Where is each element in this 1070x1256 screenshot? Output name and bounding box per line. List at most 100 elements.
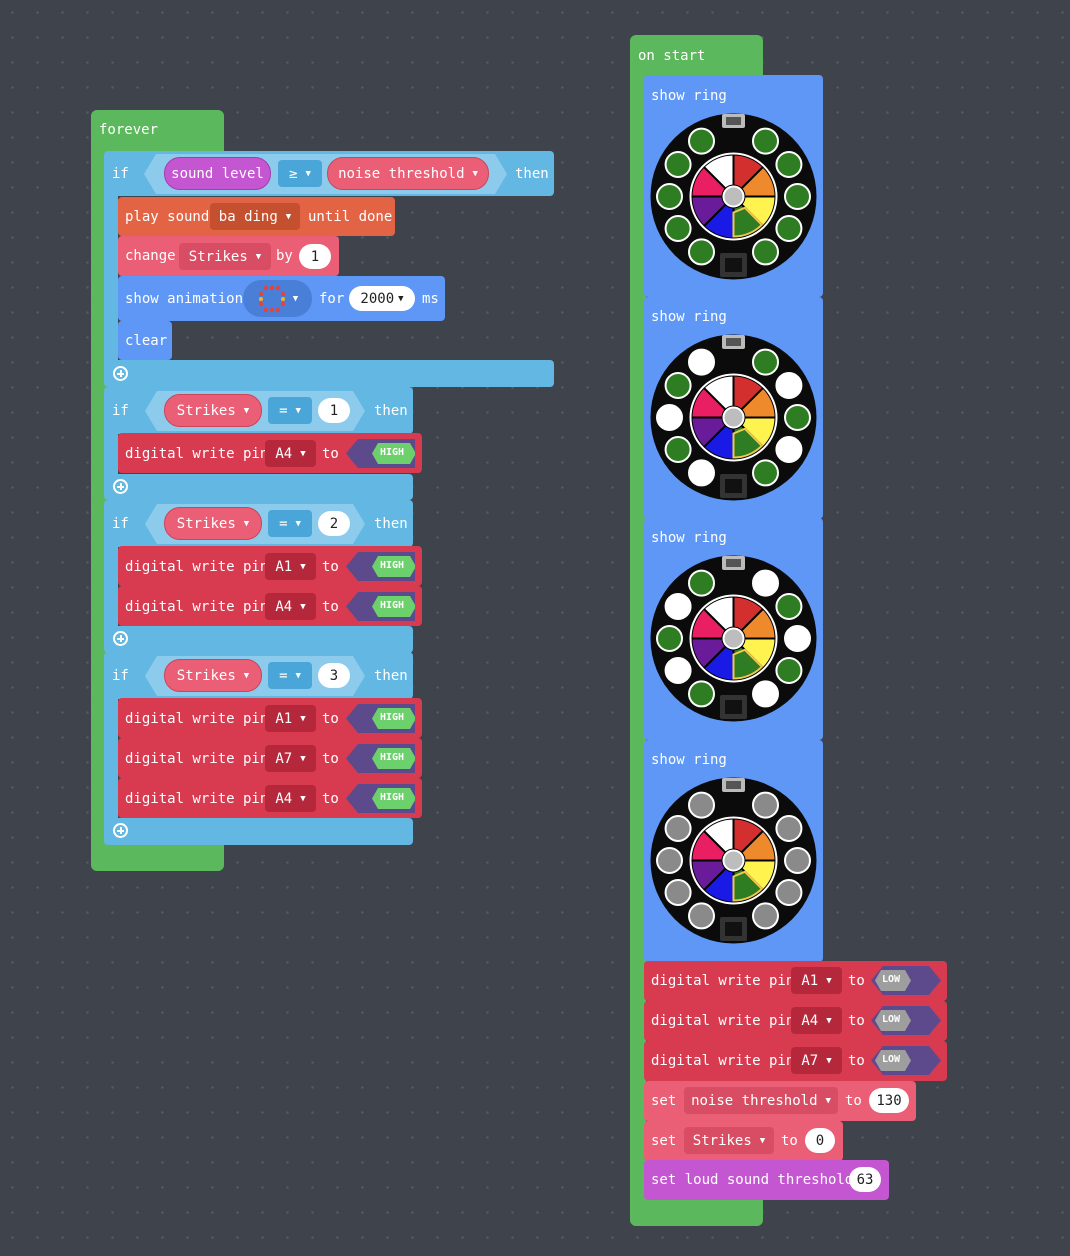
sound-dropdown[interactable]: ba ding▼ xyxy=(210,203,300,230)
pin-dropdown[interactable]: A4▼ xyxy=(265,593,316,620)
set-loud-threshold-label: set loud sound threshold xyxy=(651,1172,854,1188)
compare-value-input[interactable]: 1 xyxy=(318,398,350,423)
until-done-label: until done xyxy=(308,209,393,225)
pin-dropdown[interactable]: A7▼ xyxy=(791,1047,842,1074)
digital-write-label: digital write pin xyxy=(125,791,269,807)
sound-level-label: sound level xyxy=(171,165,264,182)
pin-dropdown[interactable]: A4▼ xyxy=(791,1007,842,1034)
pin-dropdown[interactable]: A7▼ xyxy=(265,745,316,772)
neopixel-led xyxy=(688,127,715,155)
chevron-down-icon: ▼ xyxy=(243,405,250,416)
forever-hat[interactable] xyxy=(91,110,224,152)
animation-picker[interactable]: ▼ xyxy=(243,280,312,317)
add-plus-icon[interactable] xyxy=(113,479,128,494)
low-label: LOW xyxy=(882,974,901,985)
operator-dropdown[interactable]: =▼ xyxy=(268,397,312,424)
compare-value-input[interactable]: 2 xyxy=(318,511,350,536)
strikes-var[interactable]: Strikes▼ xyxy=(164,507,262,540)
add-plus-icon[interactable] xyxy=(113,366,128,381)
pin-dropdown[interactable]: A4▼ xyxy=(265,440,316,467)
digital-write-label: digital write pin xyxy=(125,751,269,767)
ring-preview[interactable] xyxy=(650,555,817,722)
high-level-reporter[interactable]: HIGH xyxy=(346,784,415,813)
chevron-down-icon: ▼ xyxy=(472,168,478,179)
change-amount-input[interactable]: 1 xyxy=(299,244,331,269)
pin-value: A7 xyxy=(275,750,293,767)
high-level-reporter[interactable]: HIGH xyxy=(346,439,415,468)
selected-wedge-highlight xyxy=(732,206,764,238)
selected-wedge-highlight xyxy=(732,427,764,459)
operator-value: ≥ xyxy=(289,165,298,182)
pin-value: A1 xyxy=(275,558,293,575)
high-label: HIGH xyxy=(380,752,405,763)
selected-wedge-highlight xyxy=(732,870,764,902)
strikes-var[interactable]: Strikes▼ xyxy=(164,394,262,427)
neopixel-led xyxy=(784,625,811,652)
forever-label: forever xyxy=(99,122,159,138)
pin-dropdown[interactable]: A4▼ xyxy=(265,785,316,812)
ring-preview[interactable] xyxy=(650,113,817,280)
low-level-reporter[interactable]: LOW xyxy=(871,1046,941,1075)
neopixel-led xyxy=(784,847,811,874)
wheel-outline xyxy=(689,373,778,462)
if-strikes-3-foot xyxy=(104,818,413,845)
to-label: to xyxy=(845,1093,862,1109)
compare-value-input[interactable]: 3 xyxy=(318,663,350,688)
strikes-var-dropdown[interactable]: Strikes▼ xyxy=(684,1127,774,1154)
neopixel-led xyxy=(688,791,715,819)
operator-dropdown[interactable]: ≥▼ xyxy=(278,160,322,187)
noise-threshold-var[interactable]: noise threshold▼ xyxy=(327,157,489,190)
to-label: to xyxy=(322,791,339,807)
pin-dropdown[interactable]: A1▼ xyxy=(265,553,316,580)
neopixel-led xyxy=(664,436,692,463)
loud-threshold-input[interactable]: 63 xyxy=(849,1167,881,1192)
on-start-hat[interactable] xyxy=(630,35,763,77)
neopixel-led xyxy=(775,215,803,242)
neopixel-led xyxy=(775,657,803,684)
strikes-var-dropdown[interactable]: Strikes▼ xyxy=(179,243,271,270)
high-level-reporter[interactable]: HIGH xyxy=(346,704,415,733)
operator-dropdown[interactable]: =▼ xyxy=(268,662,312,689)
high-level-reporter[interactable]: HIGH xyxy=(346,552,415,581)
neopixel-led xyxy=(775,815,803,842)
ring-preview[interactable] xyxy=(650,777,817,944)
operator-value: = xyxy=(279,667,288,684)
neopixel-led xyxy=(664,372,692,399)
high-level-reporter[interactable]: HIGH xyxy=(346,592,415,621)
low-level-reporter[interactable]: LOW xyxy=(871,966,941,995)
neopixel-led xyxy=(664,657,692,684)
chevron-down-icon: ▼ xyxy=(300,448,306,459)
to-label: to xyxy=(322,446,339,462)
digital-write-label: digital write pin xyxy=(125,559,269,575)
ms-label: ms xyxy=(422,291,439,307)
neopixel-led xyxy=(688,680,715,708)
noise-threshold-var-dropdown[interactable]: noise threshold ▼ xyxy=(684,1087,838,1114)
operator-dropdown[interactable]: =▼ xyxy=(268,510,312,537)
pin-dropdown[interactable]: A1▼ xyxy=(791,967,842,994)
low-level-reporter[interactable]: LOW xyxy=(871,1006,941,1035)
usb-port xyxy=(726,338,741,346)
to-label: to xyxy=(322,751,339,767)
strikes-var[interactable]: Strikes▼ xyxy=(164,659,262,692)
if-strikes-1-foot xyxy=(104,474,413,500)
add-plus-icon[interactable] xyxy=(113,631,128,646)
duration-value: 2000 xyxy=(360,290,395,307)
set-label: set xyxy=(651,1133,677,1149)
chevron-down-icon: ▼ xyxy=(825,1095,831,1106)
noise-threshold-value-input[interactable]: 130 xyxy=(869,1088,909,1113)
high-level-reporter[interactable]: HIGH xyxy=(346,744,415,773)
noise-threshold-value: noise threshold xyxy=(691,1092,818,1109)
add-plus-icon[interactable] xyxy=(113,823,128,838)
duration-dropdown[interactable]: 2000▼ xyxy=(349,286,415,311)
neopixel-led xyxy=(752,680,779,708)
sound-level-reporter[interactable]: sound level xyxy=(164,157,271,190)
high-label: HIGH xyxy=(380,447,405,458)
set-loud-threshold-block[interactable] xyxy=(644,1160,889,1200)
usb-port xyxy=(726,781,741,789)
usb-port xyxy=(726,559,741,567)
pin-dropdown[interactable]: A1▼ xyxy=(265,705,316,732)
ring-preview[interactable] xyxy=(650,334,817,501)
clear-block[interactable] xyxy=(118,321,172,360)
strikes-value-input[interactable]: 0 xyxy=(805,1128,835,1153)
neopixel-led xyxy=(664,215,692,242)
